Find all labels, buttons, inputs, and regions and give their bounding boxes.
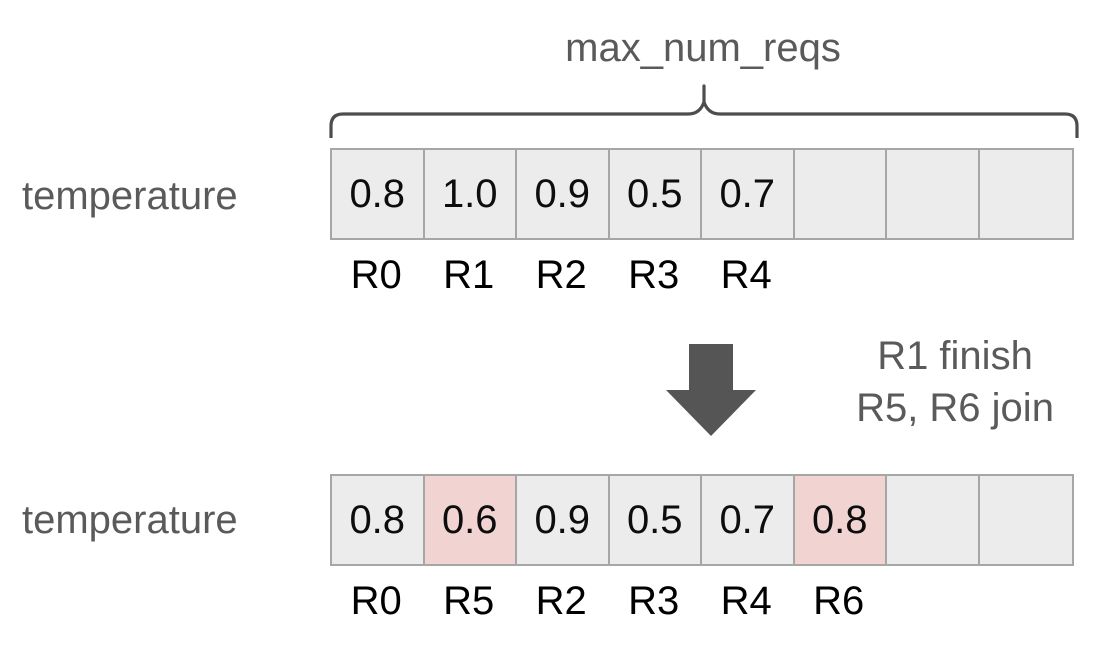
- array-cell: 0.8: [332, 476, 425, 564]
- row-label-before: temperature: [22, 174, 238, 218]
- request-id: R2: [535, 579, 587, 623]
- request-id-empty: [885, 252, 978, 298]
- array-cell: 0.7: [702, 150, 795, 238]
- request-id-empty: [793, 252, 886, 298]
- array-cell: 0.9: [517, 476, 610, 564]
- array-cell: 0.9: [517, 150, 610, 238]
- row-label-after: temperature: [22, 498, 238, 542]
- request-id: R0: [350, 579, 402, 623]
- request-id: R0: [350, 253, 402, 297]
- array-cell-empty: [887, 476, 980, 564]
- array-cell-empty: [794, 150, 887, 238]
- request-id-empty: [978, 578, 1071, 624]
- request-id: R4: [720, 253, 772, 297]
- request-id: R5: [443, 579, 495, 623]
- array-cell-highlighted: 0.6: [424, 476, 517, 564]
- request-id-empty: [978, 252, 1071, 298]
- request-id: R6: [813, 579, 865, 623]
- request-id: R4: [720, 579, 772, 623]
- array-cell: 0.7: [702, 476, 795, 564]
- request-id: R1: [443, 253, 495, 297]
- request-id-row-before: R0 R1 R2 R3 R4: [330, 252, 1074, 298]
- down-arrow-icon: [664, 342, 758, 438]
- request-id-empty: [885, 578, 978, 624]
- temperature-array-after: 0.8 0.6 0.9 0.5 0.7 0.8: [330, 474, 1074, 566]
- array-cell-empty: [979, 150, 1072, 238]
- annotation-line-1: R1 finish: [877, 334, 1033, 378]
- request-id: R3: [628, 579, 680, 623]
- array-cell: 0.8: [332, 150, 425, 238]
- array-cell-highlighted: 0.8: [794, 476, 887, 564]
- request-id-row-after: R0 R5 R2 R3 R4 R6: [330, 578, 1074, 624]
- request-id: R2: [535, 253, 587, 297]
- array-cell-empty: [979, 476, 1072, 564]
- array-cell: 0.5: [609, 476, 702, 564]
- curly-brace-icon: [326, 82, 1082, 140]
- array-cell-empty: [887, 150, 980, 238]
- array-cell: 1.0: [424, 150, 517, 238]
- request-id: R3: [628, 253, 680, 297]
- temperature-array-before: 0.8 1.0 0.9 0.5 0.7: [330, 148, 1074, 240]
- annotation-line-2: R5, R6 join: [856, 386, 1054, 430]
- bracket-label: max_num_reqs: [565, 26, 841, 70]
- array-cell: 0.5: [609, 150, 702, 238]
- transition-annotation: R1 finish R5, R6 join: [820, 330, 1090, 434]
